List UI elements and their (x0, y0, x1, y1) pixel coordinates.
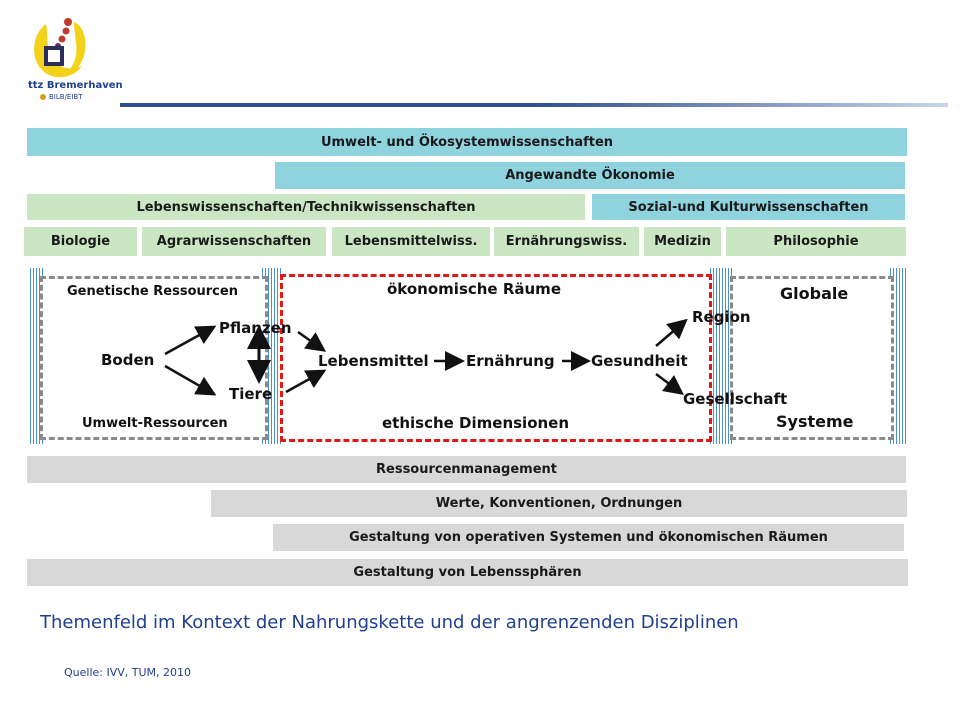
label-systeme: Systeme (776, 412, 854, 431)
source-note: Quelle: IVV, TUM, 2010 (64, 666, 192, 679)
node-gesellschaft: Gesellschaft (683, 390, 788, 408)
node-boden: Boden (101, 351, 155, 369)
discipline-biologie: Biologie (24, 227, 137, 256)
discipline-philosophie: Philosophie (726, 227, 906, 256)
logo-sub: BILB/EIBT (40, 93, 83, 101)
label-globale: Globale (780, 284, 849, 303)
stripe-band-right (890, 268, 906, 444)
bar-werte-konventionen: Werte, Konventionen, Ordnungen (211, 490, 907, 517)
node-lebensmittel: Lebensmittel (318, 352, 429, 370)
node-pflanzen: Pflanzen (219, 319, 292, 337)
node-ernaehrung: Ernährung (466, 352, 555, 370)
bar-gestaltung-lebenssphaeren: Gestaltung von Lebenssphären (27, 559, 908, 586)
logo-org-name: ttz Bremerhaven (28, 80, 123, 91)
bar-ressourcenmanagement: Ressourcenmanagement (27, 456, 906, 483)
node-tiere: Tiere (229, 385, 273, 403)
bar-lebenswissenschaften: Lebenswissenschaften/Technikwissenschaft… (27, 194, 585, 220)
logo-sub-text: BILB/EIBT (49, 93, 83, 101)
discipline-agrarwissenschaften: Agrarwissenschaften (142, 227, 326, 256)
node-gesundheit: Gesundheit (591, 352, 688, 370)
ttz-logo-graphic (34, 18, 86, 78)
bar-sozial-kultur: Sozial-und Kulturwissenschaften (592, 194, 905, 220)
box-globale-systeme (730, 276, 894, 440)
discipline-ernaehrungswiss: Ernährungswiss. (494, 227, 639, 256)
discipline-medizin: Medizin (644, 227, 721, 256)
bar-gestaltung-operativ: Gestaltung von operativen Systemen und ö… (273, 524, 904, 551)
label-oekonomische-raeume: ökonomische Räume (387, 280, 561, 298)
label-ethische-dimensionen: ethische Dimensionen (382, 414, 570, 432)
label-genetische-ressourcen: Genetische Ressourcen (67, 284, 238, 299)
bar-umwelt-oekosystem: Umwelt- und Ökosystemwissenschaften (27, 128, 907, 156)
logo (28, 12, 120, 104)
caption: Themenfeld im Kontext der Nahrungskette … (40, 612, 739, 633)
box-oekonomische-raeume (280, 274, 712, 442)
bar-angewandte-oekonomie: Angewandte Ökonomie (275, 162, 905, 189)
node-region: Region (692, 308, 751, 326)
logo-dot-icon (40, 94, 46, 100)
label-umwelt-ressourcen: Umwelt-Ressourcen (82, 416, 228, 431)
header-rule (120, 103, 948, 107)
discipline-lebensmittelwiss: Lebensmittelwiss. (332, 227, 490, 256)
